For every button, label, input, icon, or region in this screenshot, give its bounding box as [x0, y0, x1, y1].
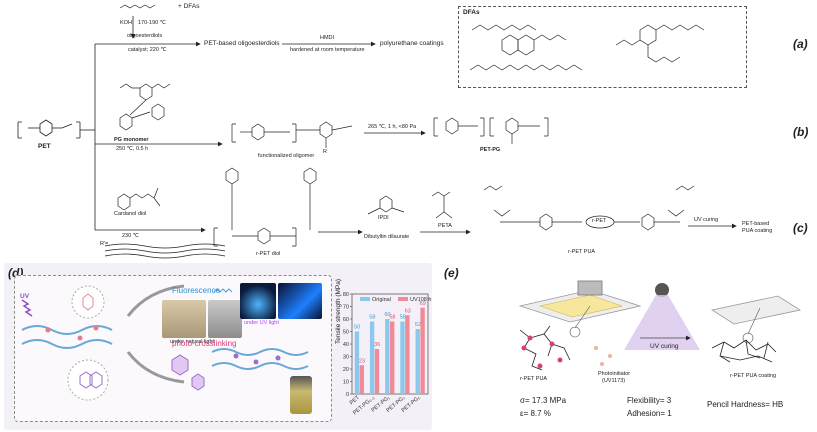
- y-tick-label: 0: [346, 392, 349, 398]
- reaction-scheme-lines: [17, 4, 737, 259]
- route-c-r-pet-pua: r-PET PUA: [568, 249, 596, 255]
- route-a-koh-temp: 170-190 ℃: [138, 20, 166, 26]
- bar-value-label: 50: [354, 325, 360, 331]
- route-b-product: PET-PG: [480, 147, 501, 153]
- bar-value-label: 58: [400, 315, 406, 321]
- route-c-peta: PETA: [438, 223, 452, 229]
- panel-label-e: (e): [444, 266, 459, 280]
- legend-label: Original: [372, 297, 391, 303]
- route-c-r-pet-mid: r-PET: [592, 218, 607, 224]
- panel-e-epsilon: ε= 8.7 %: [520, 409, 551, 418]
- route-a-hardened: hardened at room temperature: [290, 47, 365, 53]
- bar-value-label: 36: [374, 342, 380, 348]
- bar-original: [415, 329, 420, 394]
- uv-light-photo-2: [278, 283, 322, 319]
- bar-value-label: 23: [359, 358, 365, 364]
- bar-uv108h: [420, 307, 425, 394]
- bar-value-label: 60: [385, 312, 391, 318]
- bar-original: [369, 321, 375, 394]
- dfas-title: DFAs: [463, 9, 480, 16]
- bar-value-label: 58: [389, 315, 395, 321]
- natural-light-photo-1: [162, 300, 206, 338]
- y-tick-label: 80: [343, 292, 349, 298]
- legend-label: UV108 h: [410, 297, 431, 303]
- natural-light-photo-2: [208, 300, 242, 338]
- route-c-temp: 230 ℃: [122, 233, 139, 239]
- route-c-r-eq: R'=: [100, 241, 109, 247]
- panel-e-photoinitiator-2: (UV1173): [602, 378, 626, 384]
- legend-swatch: [360, 297, 370, 301]
- panel-label-a: (a): [793, 37, 808, 51]
- route-c-r-pet-diol: r-PET diol: [256, 251, 281, 257]
- bar-value-label: 63: [405, 308, 411, 314]
- route-c-product-line1: PET-based: [742, 221, 770, 227]
- bar-uv108h: [359, 365, 364, 394]
- route-b-r-label: R: [323, 149, 327, 155]
- uv-light-photo-1: [240, 283, 276, 319]
- panel-d-uv-light: under UV light: [244, 320, 279, 326]
- y-tick-label: 60: [343, 317, 349, 323]
- bar-original: [400, 321, 405, 394]
- route-c-uv: UV curing: [694, 217, 719, 223]
- route-a-hmdi: HMDI: [320, 35, 335, 41]
- route-a-oligoesterdiols: oligoesterdiols: [127, 33, 163, 39]
- tensile-strength-chart: 010203040506070805023PET5836PET-PG₀.₅605…: [343, 292, 432, 416]
- panel-d-photo-crosslinking: photo-crosslinking: [172, 339, 237, 348]
- route-b-intermediate: functionalized oligomer: [258, 153, 315, 159]
- panel-e-coating: r-PET PUA coating: [730, 373, 777, 379]
- bar-value-label: 58: [369, 315, 375, 321]
- bar-uv108h: [374, 349, 380, 394]
- y-tick-label: 70: [343, 305, 349, 311]
- route-c-cardanol: Cardanol diol: [114, 211, 147, 217]
- x-tick-label: PET: [349, 395, 362, 407]
- bar-value-label: 52: [415, 322, 421, 328]
- route-a-product: polyurethane coatings: [380, 40, 444, 47]
- panel-e-sigma: σ= 17.3 MPa: [520, 396, 567, 405]
- route-c-dibutyltin: Dibutyltin dilaurate: [364, 234, 410, 240]
- bar-uv108h: [405, 315, 410, 394]
- y-tick-label: 20: [343, 367, 349, 373]
- route-a-koh: KOH: [120, 20, 132, 26]
- bar-uv108h: [390, 321, 395, 394]
- y-tick-label: 10: [343, 380, 349, 386]
- panel-e-hardness: Pencil Hardness= HB: [707, 400, 784, 409]
- route-a-pet-based: PET-based oligoesterdiols: [204, 40, 280, 47]
- panel-d-fluorescence: Fluorescence: [172, 286, 221, 295]
- route-b-condition1: 250 ℃, 0.5 h: [116, 146, 149, 152]
- panel-e-adhesion: Adhesion= 1: [627, 409, 672, 418]
- panel-e-flexibility: Flexibility= 3: [627, 396, 672, 405]
- panel-d-uv: UV: [20, 293, 30, 300]
- route-b-condition2: 265 ℃, 1 h, <80 Pa: [368, 124, 417, 130]
- dfas-structures-box: [458, 6, 747, 88]
- panel-label-c: (c): [793, 221, 808, 235]
- route-c-product-line2: PUA coating: [742, 228, 773, 234]
- legend-swatch: [398, 297, 408, 301]
- panel-e-uv-curing: UV curing: [650, 343, 679, 350]
- panel-d-natural-light: under natural light: [170, 339, 215, 345]
- bar-original: [385, 319, 390, 394]
- route-a-reagents: + DFAs: [178, 3, 200, 10]
- panel-label-b: (b): [793, 125, 809, 139]
- bar-original: [354, 331, 360, 394]
- y-tick-label: 30: [343, 355, 349, 361]
- vial-photo: [290, 376, 312, 414]
- y-tick-label: 50: [343, 330, 349, 336]
- panel-e-rpet-pua: r-PET PUA: [520, 376, 548, 382]
- route-a-catalyst: catalyst; 220 ℃: [128, 47, 167, 53]
- bar-value-label: 69: [420, 301, 426, 307]
- route-b-monomer-label: PG monomer: [114, 137, 149, 143]
- panel-e-photoinitiator-1: Photoinitiator: [598, 371, 631, 377]
- pet-label: PET: [38, 143, 51, 150]
- y-tick-label: 40: [343, 342, 349, 348]
- route-c-ipdi: IPDI: [378, 215, 389, 221]
